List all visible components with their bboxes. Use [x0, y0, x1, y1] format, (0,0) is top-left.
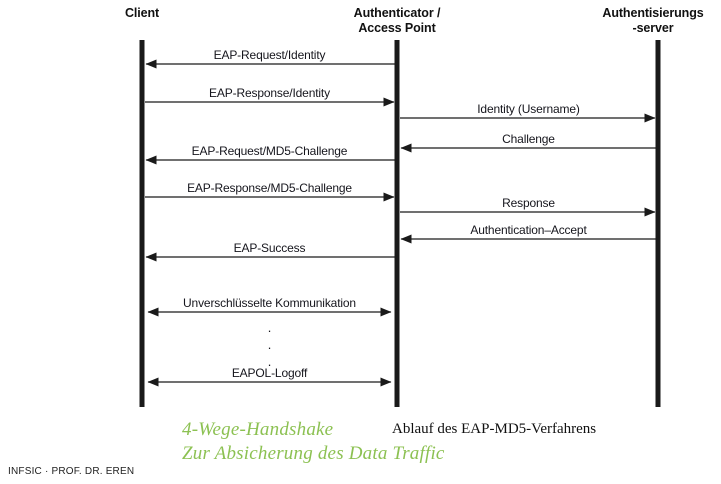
continuation-dot-2: · [267, 340, 272, 355]
message-arrows [145, 59, 657, 387]
continuation-dot-3: · [267, 357, 272, 372]
message-label-identity-username: Identity (Username) [477, 102, 580, 116]
message-label-challenge: Challenge [502, 132, 555, 146]
actor-authenticator-label-line1: Authenticator / [353, 6, 441, 20]
message-label-eap-response-identity: EAP-Response/Identity [209, 86, 330, 100]
actor-auth-server-label-line2: -server [632, 21, 674, 35]
message-label-eap-response-md5-challenge: EAP-Response/MD5-Challenge [187, 181, 352, 195]
message-label-response: Response [502, 196, 555, 210]
continuation-dot-1: · [267, 323, 272, 338]
message-label-eap-success: EAP-Success [233, 241, 306, 255]
footer-attribution: INFSIC · PROF. DR. EREN [8, 466, 135, 477]
actor-authenticator-label-line2: Access Point [358, 21, 436, 35]
actor-auth-server-label-line1: Authentisierungs [602, 6, 704, 20]
message-label-eap-request-identity: EAP-Request/Identity [213, 48, 326, 62]
actor-header-client: Client [92, 6, 192, 21]
lifelines [139, 40, 661, 407]
message-label-eapol-logoff: EAPOL-Logoff [231, 366, 308, 380]
message-label-authentication-accept: Authentication–Accept [470, 223, 587, 237]
continuation-dots: · · · [142, 322, 397, 373]
caption-handshake-line2: Zur Absicherung des Data Traffic [182, 443, 445, 464]
actor-client-label-line1: Client [124, 6, 160, 20]
diagram-title-caption: Ablauf des EAP-MD5-Verfahrens [392, 421, 597, 437]
message-label-unverschluesselte-kommunikation: Unverschlüsselte Kommunikation [183, 296, 356, 310]
actor-header-authenticator: Authenticator / Access Point [327, 6, 467, 36]
caption-handshake-line1: 4-Wege-Handshake [182, 419, 334, 440]
actor-header-auth-server: Authentisierungs -server [585, 6, 721, 36]
message-label-eap-request-md5-challenge: EAP-Request/MD5-Challenge [191, 144, 348, 158]
